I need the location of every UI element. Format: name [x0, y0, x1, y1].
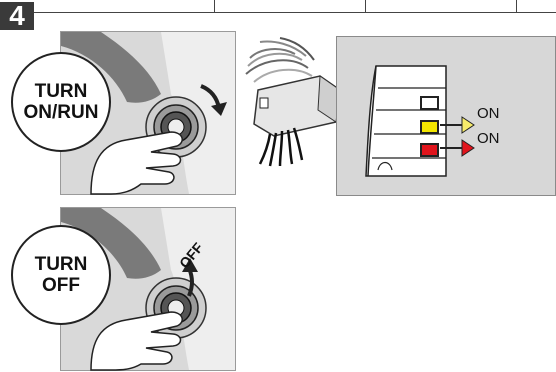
- status-arrow-2: [440, 138, 480, 158]
- turn-off-line2: OFF: [42, 275, 80, 296]
- module-harness-drawing: [240, 38, 350, 168]
- top-rule: [0, 12, 556, 13]
- turn-on-line2: ON/RUN: [24, 102, 99, 123]
- led-red: [420, 143, 439, 157]
- turn-off-line1: TURN: [35, 254, 88, 275]
- status-label-2: ON: [477, 130, 500, 147]
- status-label-1: ON: [477, 105, 500, 122]
- column-tick-2: [365, 0, 366, 12]
- column-tick-1: [214, 0, 215, 12]
- status-arrow-1: [440, 115, 480, 135]
- turn-on-bubble: TURN ON/RUN: [11, 52, 111, 152]
- turn-off-bubble: TURN OFF: [11, 225, 111, 325]
- column-tick-3: [516, 0, 517, 12]
- turn-on-line1: TURN: [35, 81, 88, 102]
- led-white: [420, 96, 439, 110]
- led-yellow: [420, 120, 439, 134]
- step-number: 4: [0, 2, 34, 30]
